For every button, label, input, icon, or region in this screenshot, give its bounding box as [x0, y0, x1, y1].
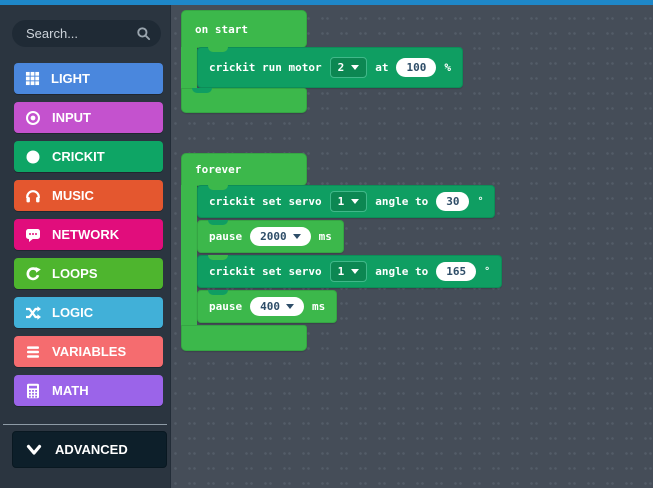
crickit-set-servo-block[interactable]: crickit set servo 1 angle to 165 °: [197, 255, 503, 288]
pause-block[interactable]: pause 400 ms: [197, 290, 338, 323]
block-label: ms: [312, 300, 326, 313]
sidebar-divider: [3, 424, 167, 425]
grid-icon: [25, 71, 40, 86]
block-label: crickit run motor: [209, 61, 322, 74]
record-icon: [26, 110, 40, 125]
sidebar-item-crickit[interactable]: CRICKIT: [14, 141, 163, 172]
motor-speed-value: 100: [406, 61, 427, 74]
list-icon: [27, 345, 39, 358]
top-accent-bar: [0, 0, 653, 5]
motor-port-dropdown[interactable]: 2: [329, 57, 368, 78]
servo-angle-field[interactable]: 30: [436, 192, 470, 211]
block-label: pause: [209, 300, 243, 313]
sidebar-item-math[interactable]: MATH: [14, 375, 163, 406]
motor-port-value: 2: [337, 61, 345, 74]
servo-angle-field[interactable]: 165: [436, 262, 477, 281]
servo-number-value: 1: [337, 265, 345, 278]
block-label: ms: [318, 230, 332, 243]
on-start-block[interactable]: on start: [181, 10, 307, 48]
block-label: angle to: [375, 265, 429, 278]
block-label: °: [477, 196, 484, 207]
sidebar-item-input[interactable]: INPUT: [14, 102, 163, 133]
block-label: °: [484, 266, 491, 277]
pause-block[interactable]: pause 2000 ms: [197, 220, 344, 253]
block-label: crickit set servo: [209, 195, 322, 208]
sidebar-item-label: MATH: [52, 383, 89, 398]
calculator-icon: [27, 383, 39, 398]
pause-duration-value: 2000: [260, 230, 287, 243]
servo-number-value: 1: [337, 195, 345, 208]
sidebar-item-advanced[interactable]: ADVANCED: [12, 431, 167, 468]
circle-icon: [26, 150, 40, 163]
block-label: %: [444, 61, 451, 74]
sidebar-item-label: INPUT: [52, 110, 91, 125]
sidebar-item-logic[interactable]: LOGIC: [14, 297, 163, 328]
chevron-down-icon: [26, 444, 42, 455]
sidebar-item-label: CRICKIT: [52, 149, 105, 164]
workspace-canvas[interactable]: on start crickit run motor 2 at 100 % fo…: [172, 5, 653, 488]
sidebar-item-light[interactable]: LIGHT: [14, 63, 163, 94]
chat-icon: [26, 228, 40, 242]
servo-number-dropdown[interactable]: 1: [329, 261, 368, 282]
sidebar-item-label: ADVANCED: [55, 442, 128, 457]
sidebar-item-music[interactable]: MUSIC: [14, 180, 163, 211]
on-start-spine: [181, 47, 197, 89]
sidebar-item-label: MUSIC: [52, 188, 94, 203]
motor-speed-field[interactable]: 100: [396, 58, 437, 77]
sidebar-item-label: LIGHT: [51, 71, 90, 86]
forever-block[interactable]: forever: [181, 153, 307, 186]
sidebar-item-label: LOOPS: [52, 266, 98, 281]
block-label: crickit set servo: [209, 265, 322, 278]
chevron-down-icon: [351, 199, 360, 204]
sidebar-item-loops[interactable]: LOOPS: [14, 258, 163, 289]
on-start-foot: [181, 88, 307, 113]
sidebar-item-variables[interactable]: VARIABLES: [14, 336, 163, 367]
servo-number-dropdown[interactable]: 1: [329, 191, 368, 212]
search-box[interactable]: [12, 20, 161, 47]
forever-spine: [181, 185, 197, 327]
sidebar-item-network[interactable]: NETWORK: [14, 219, 163, 250]
on-start-label: on start: [195, 22, 248, 36]
servo-angle-value: 165: [446, 265, 467, 278]
shuffle-icon: [26, 305, 41, 320]
sidebar-item-label: VARIABLES: [52, 344, 127, 359]
search-input[interactable]: [26, 26, 136, 41]
pause-duration-dropdown[interactable]: 2000: [250, 227, 311, 246]
refresh-icon: [26, 266, 41, 280]
crickit-run-motor-block[interactable]: crickit run motor 2 at 100 %: [197, 47, 463, 88]
block-label: angle to: [375, 195, 429, 208]
servo-angle-value: 30: [446, 195, 460, 208]
chevron-down-icon: [351, 269, 360, 274]
pause-duration-dropdown[interactable]: 400: [250, 297, 304, 316]
chevron-down-icon: [286, 304, 294, 309]
block-label: pause: [209, 230, 243, 243]
crickit-set-servo-block[interactable]: crickit set servo 1 angle to 30 °: [197, 185, 496, 218]
forever-foot: [181, 325, 307, 351]
headphones-icon: [26, 189, 40, 202]
forever-label: forever: [195, 163, 242, 176]
chevron-down-icon: [292, 234, 301, 239]
block-label: at: [375, 61, 389, 74]
search-icon[interactable]: [136, 26, 151, 41]
pause-duration-value: 400: [260, 300, 280, 313]
sidebar-item-label: LOGIC: [52, 305, 94, 320]
chevron-down-icon: [351, 65, 360, 70]
toolbox-sidebar: LIGHT INPUT CRICKIT MUSIC: [0, 5, 171, 488]
sidebar-item-label: NETWORK: [52, 227, 120, 242]
